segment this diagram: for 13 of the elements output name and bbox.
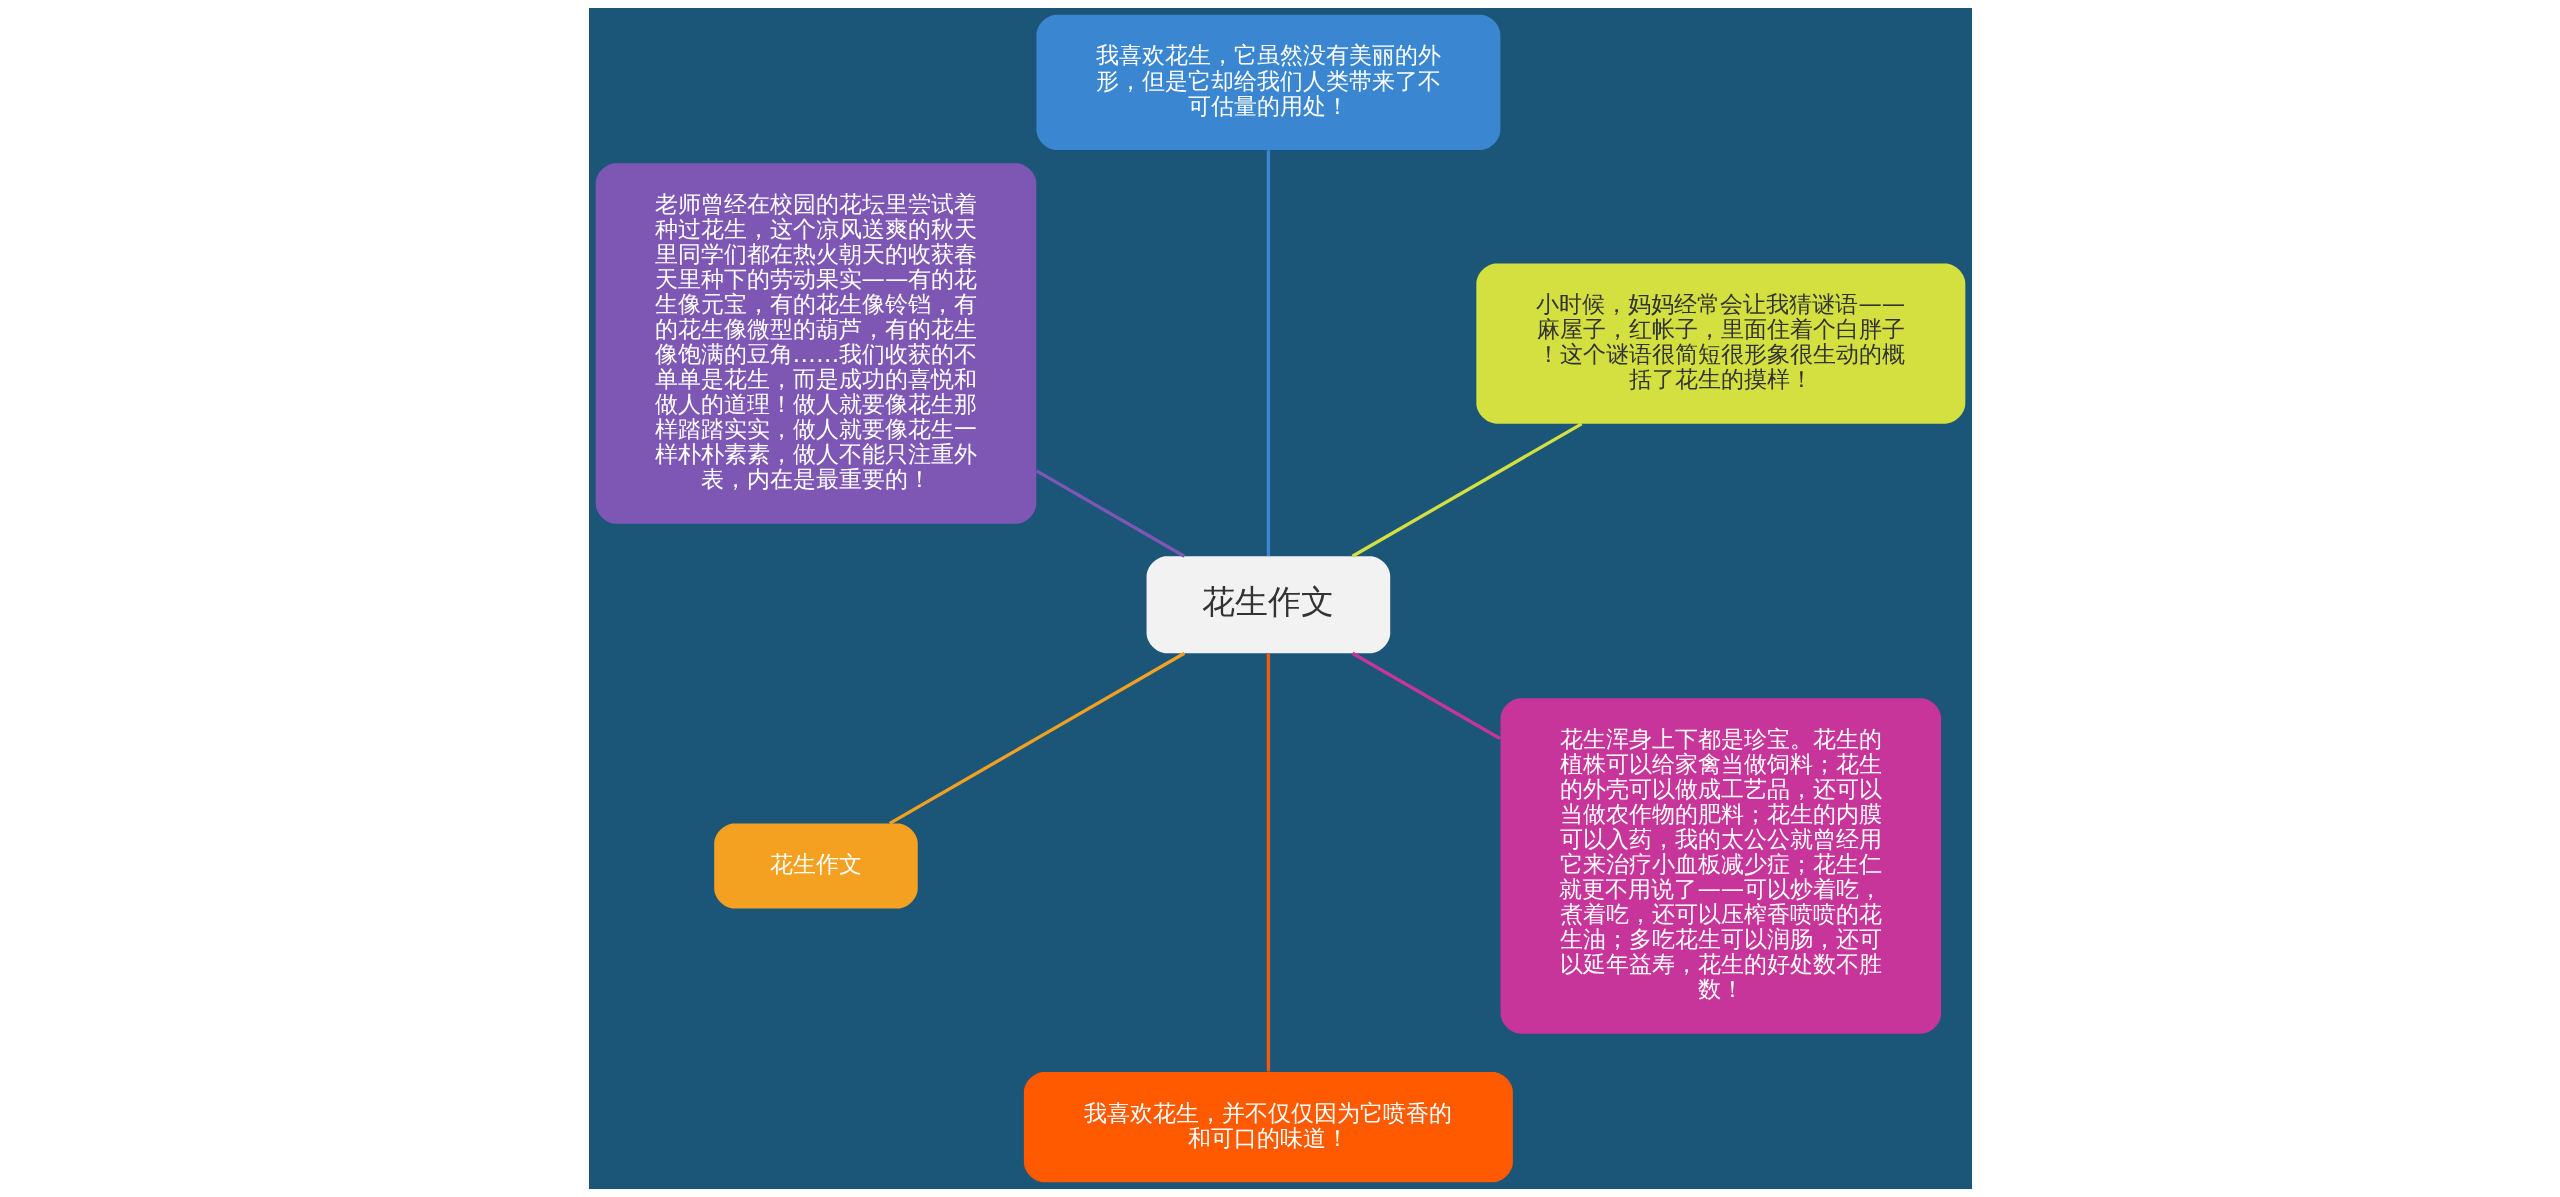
connector — [1266, 653, 1270, 1072]
connector — [1266, 150, 1270, 557]
node-box: 老师曾经在校园的花坛里尝试着种过花生，这个凉风送爽的秋天里同学们都在热火朝天的收获春天里种下的劳动果实——有的花生像元宝，有的花生像铃铛，有的花生像微型的葫芦，有的花生像饱满的豆角……我们收获的不单单是花生，而是成功的喜悦和做人的道理！做人就要像花生那样踏踏实实，做人就要像花生一样朴朴素素，做人不能只注重外表，内在是最重要的！ — [595, 163, 1036, 524]
connector — [1351, 422, 1582, 558]
connector — [1035, 469, 1185, 558]
node-box: 花生作文 — [1146, 556, 1390, 654]
connector — [888, 651, 1185, 825]
node-box: 我喜欢花生，它虽然没有美丽的外形，但是它却给我们人类带来了不可估量的用处！ — [1035, 14, 1500, 150]
connector — [1351, 651, 1501, 740]
node-box: 我喜欢花生，并不仅仅因为它喷香的和可口的味道！ — [1023, 1072, 1513, 1183]
node-box: 花生作文 — [713, 823, 918, 909]
node-box: 小时候，妈妈经常会让我猜谜语——麻屋子，红帐子，里面住着个白胖子！这个谜语很简短很形象很生动的概括了花生的摸样！ — [1475, 263, 1965, 424]
node-box: 花生浑身上下都是珍宝。花生的植株可以给家禽当做饲料；花生的外壳可以做成工艺品，还可以当做农作物的肥料；花生的内膜可以入药，我的太公公就曾经用它来治疗小血板减少症；花生仁就更不用说了——可以炒着吃，煮着吃，还可以压榨香喷喷的花生油；多吃花生可以润肠，还可以延年益寿，花生的好处数不胜数！ — [1500, 698, 1941, 1034]
